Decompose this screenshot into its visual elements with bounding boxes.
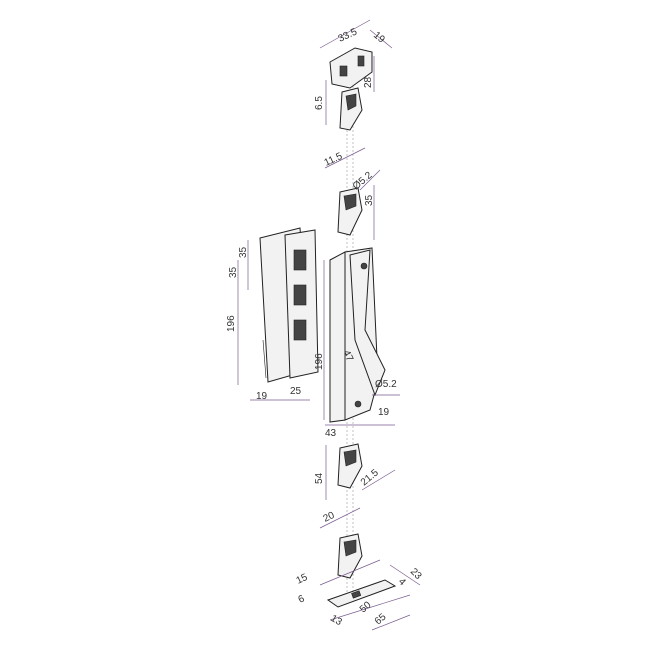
dim-handle-length: 196 — [314, 353, 325, 370]
guide-3 — [337, 443, 363, 489]
dim-gear-length: 196 — [226, 315, 237, 332]
guide-4 — [337, 533, 363, 579]
dim-handle-hole: Ø5.2 — [375, 379, 397, 390]
guide-2 — [337, 187, 363, 236]
dim-gear-pitch-1: 35 — [238, 246, 249, 258]
dim-plate-hole-spacing: 50 — [358, 599, 374, 615]
dim-handle-width: 43 — [325, 428, 337, 439]
dimension-lines — [237, 19, 421, 631]
dim-handle-lever: 47 — [340, 349, 355, 364]
dim-keep-height: 28 — [363, 76, 374, 88]
dim-handle-depth: 19 — [378, 407, 390, 418]
dim-guide-hole: Ø5.2 — [351, 170, 375, 193]
strike-plate — [326, 579, 397, 608]
dim-guide-offset: 11.5 — [323, 151, 345, 169]
dim-keep-depth: 19 — [371, 30, 387, 46]
dim-gear-width: 19 — [256, 391, 268, 402]
dim-plate-depth: 23 — [408, 566, 424, 582]
dim-plate-thickness: 4 — [396, 576, 408, 588]
dimension-labels: 33.5 19 28 6.5 11.5 Ø5.2 35 35 35 196 19… — [226, 26, 424, 628]
dim-lower-guide-height: 54 — [314, 472, 325, 484]
dim-top-guide-offset: 6.5 — [314, 96, 325, 110]
dim-guide-height: 35 — [364, 194, 375, 206]
keep-block — [329, 47, 373, 89]
handle — [329, 247, 386, 423]
dim-keep-width: 33.5 — [337, 26, 360, 44]
dim-plate-hole-offset: 13 — [329, 613, 345, 628]
dim-bottom-guide-offset: 20 — [322, 510, 337, 525]
dim-plate-width: 15 — [295, 572, 310, 587]
dim-gear-pitch-2: 35 — [228, 266, 239, 278]
dim-plate-length: 65 — [373, 611, 389, 627]
gear-mechanism — [259, 227, 319, 383]
dim-plate-edge: 6 — [297, 593, 307, 606]
guide-top — [339, 87, 363, 131]
dim-gear-depth: 25 — [290, 386, 302, 397]
